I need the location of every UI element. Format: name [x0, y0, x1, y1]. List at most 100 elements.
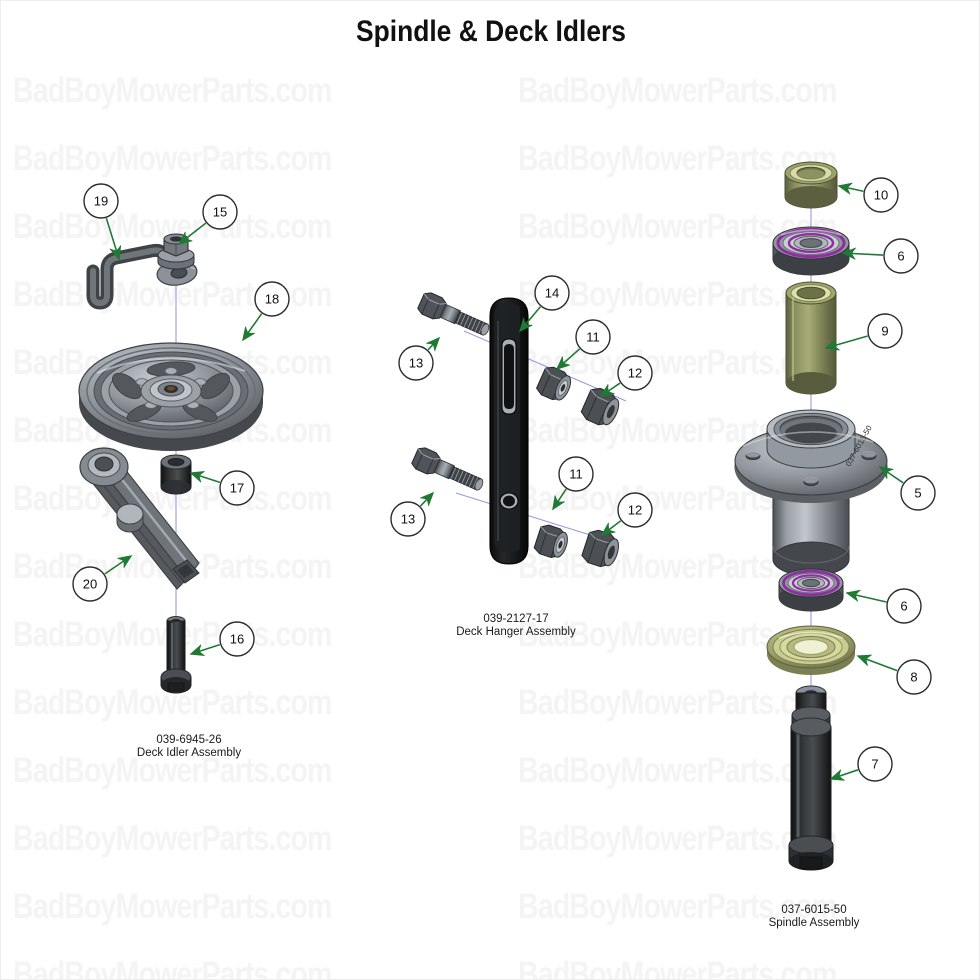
callout-number: 12	[628, 366, 642, 381]
page-title: Spindle & Deck Idlers	[356, 15, 626, 48]
part-14-hanger-plate	[489, 297, 529, 565]
callout-bubble[interactable]	[900, 475, 936, 511]
callout-6[interactable]: 6	[845, 588, 922, 624]
part-8-khaki-washer	[766, 625, 856, 675]
callout-number: 7	[871, 757, 878, 772]
callout-arrowhead	[602, 522, 616, 535]
callout-bubble[interactable]	[863, 177, 899, 213]
callout-bubble[interactable]	[558, 456, 594, 492]
callout-number: 5	[914, 486, 921, 501]
callout-19[interactable]: 19	[83, 183, 122, 261]
callout-arrowhead	[826, 339, 841, 350]
part-11-flange-bushing-lower	[533, 524, 568, 558]
caption-part-number: 039-2127-17	[483, 613, 549, 625]
callout-bubble[interactable]	[534, 275, 570, 311]
part-7-spindle-shaft	[788, 685, 834, 871]
callout-16[interactable]: 16	[189, 621, 255, 657]
callout-bubble[interactable]	[83, 183, 119, 219]
callout-bubble[interactable]	[390, 501, 426, 537]
callout-number: 15	[213, 205, 227, 220]
callout-bubble[interactable]	[896, 659, 932, 695]
callout-bubble[interactable]	[857, 746, 893, 782]
callout-arrowhead	[843, 248, 857, 260]
callout-number: 13	[409, 356, 423, 371]
callout-17[interactable]: 17	[189, 470, 255, 506]
callout-arrowhead	[557, 356, 571, 369]
callout-number: 6	[897, 249, 904, 264]
callout-arrowhead	[117, 556, 131, 568]
callout-arrowhead	[831, 769, 846, 781]
callout-number: 11	[569, 467, 583, 482]
callout-bubble[interactable]	[219, 621, 255, 657]
callout-bubble[interactable]	[886, 588, 922, 624]
callout-bubble[interactable]	[254, 281, 290, 317]
callout-11[interactable]: 11	[555, 319, 611, 371]
callout-arrowhead	[520, 317, 533, 331]
part-15-flange-nut	[157, 233, 195, 270]
caption-deck-hanger: 039-2127-17 Deck Hanger Assembly	[416, 613, 616, 639]
callout-number: 14	[545, 286, 559, 301]
part-13-hex-bolt-upper	[417, 292, 490, 336]
callout-arrowhead	[109, 244, 121, 259]
callout-number: 18	[265, 292, 279, 307]
callout-arrowhead	[601, 384, 615, 396]
part-12-flange-nut-lower	[581, 529, 619, 568]
callout-arrowhead	[880, 467, 894, 479]
callout-10[interactable]: 10	[837, 177, 899, 213]
callout-7[interactable]: 7	[829, 746, 893, 782]
callout-9[interactable]: 9	[824, 313, 903, 351]
caption-deck-idler: 039-6945-26 Deck Idler Assembly	[89, 734, 289, 760]
caption-part-name: Deck Idler Assembly	[136, 747, 242, 759]
callout-number: 13	[401, 512, 415, 527]
callout-number: 20	[83, 577, 97, 592]
callout-5[interactable]: 5	[878, 466, 936, 511]
callout-12[interactable]: 12	[600, 492, 653, 536]
part-16-shoulder-bolt	[160, 616, 192, 694]
callout-arrowhead	[839, 183, 853, 195]
callout-13[interactable]: 13	[390, 491, 435, 537]
part-18-idler-pulley	[78, 342, 264, 451]
callout-number: 11	[586, 330, 600, 345]
callout-11[interactable]: 11	[552, 456, 594, 511]
caption-part-number: 039-6945-26	[156, 734, 222, 746]
part-6-ball-bearing-upper	[772, 226, 850, 276]
caption-part-name: Deck Hanger Assembly	[456, 626, 576, 638]
callout-bubble[interactable]	[867, 313, 903, 349]
callout-bubble[interactable]	[398, 345, 434, 381]
callout-arrowhead	[243, 326, 255, 340]
callout-arrowhead	[426, 338, 439, 352]
callout-number: 16	[230, 632, 244, 647]
callout-15[interactable]: 15	[177, 194, 238, 245]
callout-14[interactable]: 14	[518, 275, 570, 333]
part-11-flange-bushing-upper	[535, 366, 572, 401]
callout-arrowhead	[191, 644, 206, 656]
callout-18[interactable]: 18	[242, 281, 290, 342]
callout-bubble[interactable]	[617, 355, 653, 391]
callout-bubble[interactable]	[617, 492, 653, 528]
callout-leader-line	[824, 335, 868, 351]
part-5-spindle-housing: 037-6015-50	[734, 409, 888, 577]
callout-arrowhead	[553, 495, 565, 509]
callout-bubble[interactable]	[202, 194, 238, 230]
part-10-olive-spacer-short	[784, 161, 838, 209]
callout-20[interactable]: 20	[72, 555, 133, 602]
callout-6[interactable]: 6	[841, 238, 919, 274]
callout-bubble[interactable]	[883, 238, 919, 274]
part-13-hex-bolt-lower	[411, 447, 484, 491]
callout-8[interactable]: 8	[856, 654, 932, 695]
part-20-idler-arm	[79, 447, 200, 590]
callout-arrowhead	[179, 231, 193, 244]
caption-spindle: 037-6015-50 Spindle Assembly	[714, 904, 914, 930]
callout-bubble[interactable]	[575, 319, 611, 355]
caption-part-name: Spindle Assembly	[768, 917, 860, 929]
callout-bubble[interactable]	[72, 566, 108, 602]
callout-bubble[interactable]	[219, 470, 255, 506]
callout-arrowhead	[847, 590, 861, 602]
callout-13[interactable]: 13	[398, 336, 441, 381]
part-9-olive-spacer-long	[785, 281, 837, 395]
callout-number: 8	[910, 670, 917, 685]
callout-12[interactable]: 12	[599, 355, 653, 397]
